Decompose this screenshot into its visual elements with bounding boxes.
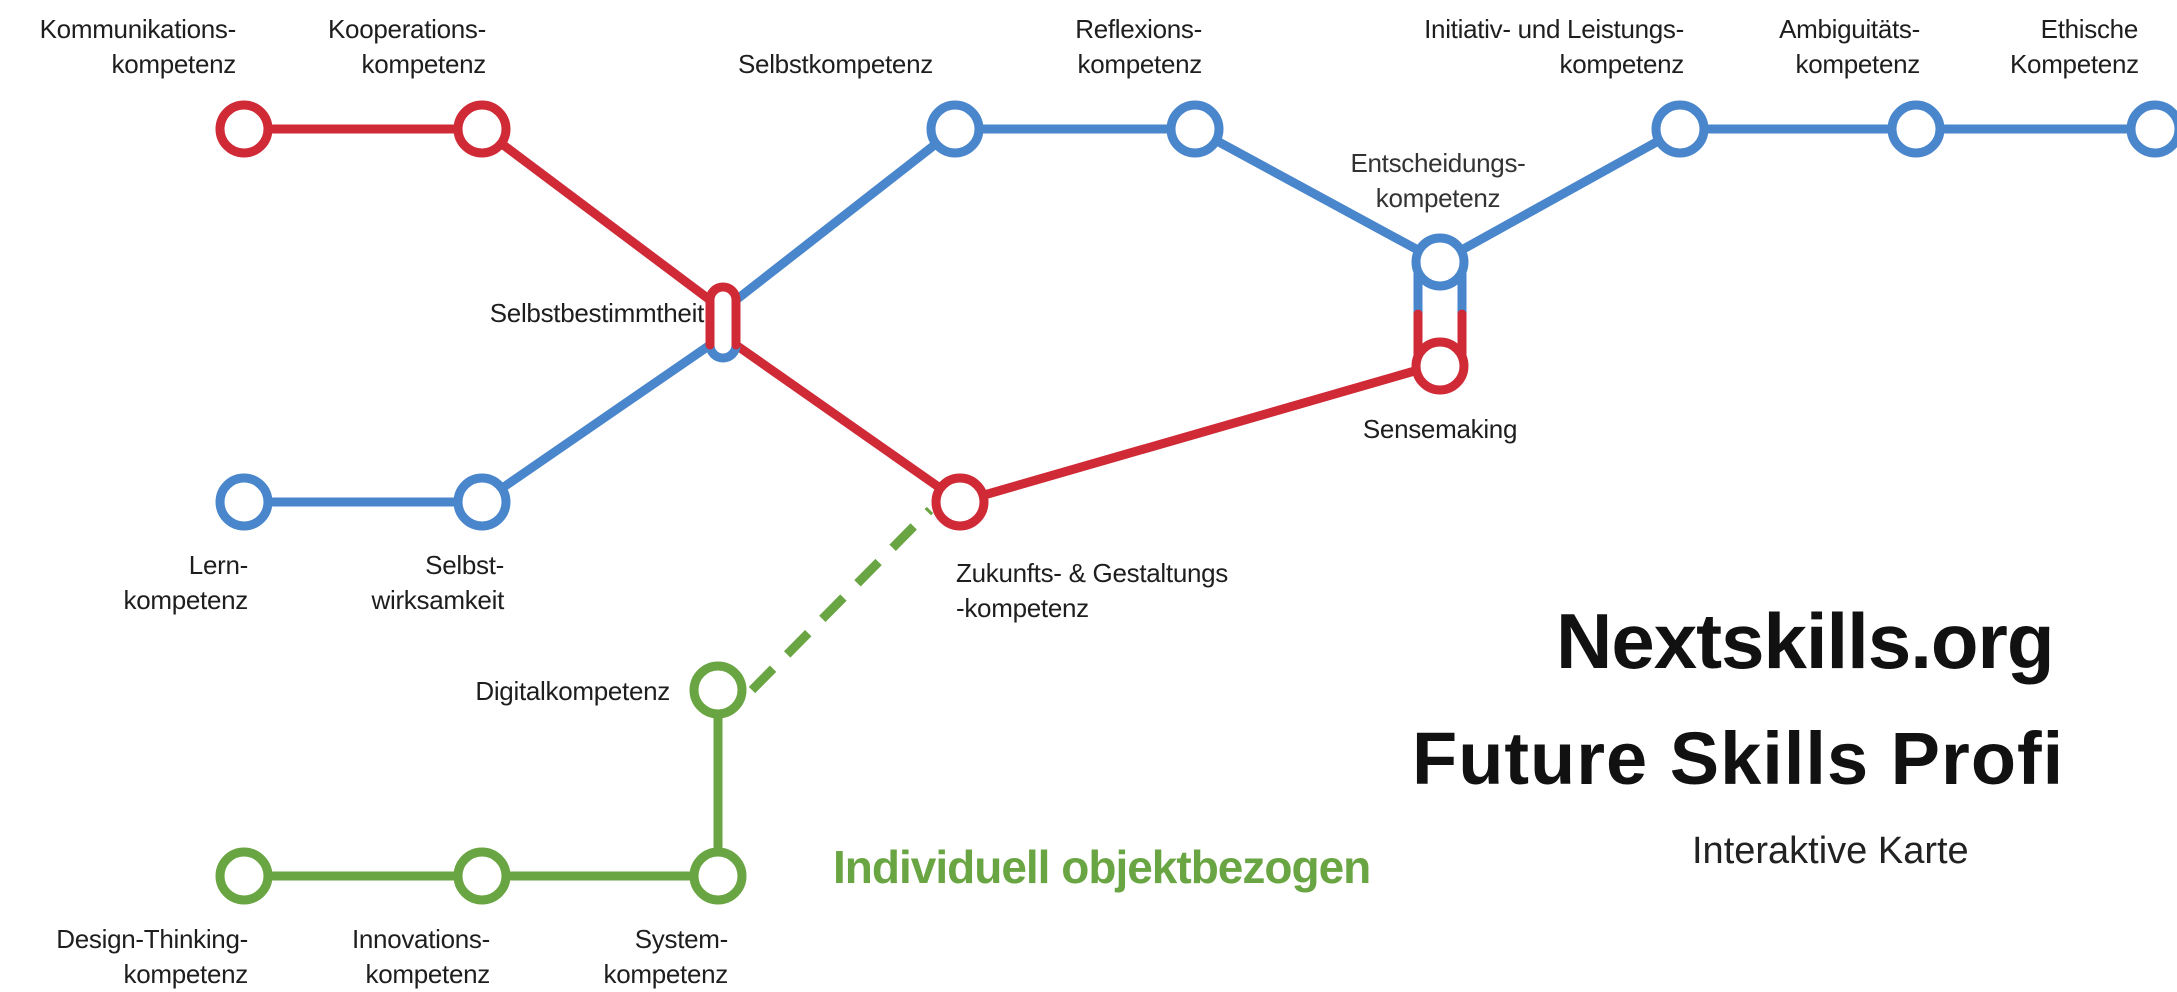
label-kooperation: Kooperations- kompetenz (328, 14, 486, 79)
station-lern[interactable] (215, 473, 273, 531)
label-selbstwirksamkeit: Selbst- wirksamkeit (371, 550, 505, 615)
label-digital: Digitalkompetenz (475, 676, 670, 706)
station-designthinking[interactable] (215, 847, 273, 905)
label-ethisch: Ethische Kompetenz (2010, 14, 2139, 79)
station-innovation[interactable] (453, 847, 511, 905)
brand-subtitle: Future Skills Profi (1412, 717, 2065, 800)
station-entscheidung[interactable] (1411, 233, 1469, 291)
label-zukunft: Zukunfts- & Gestaltungs -kompetenz (956, 558, 1229, 623)
label-system: System- kompetenz (603, 924, 729, 989)
label-entscheidung: Entscheidungs- kompetenz (1350, 148, 1526, 213)
station-ambiguitaet[interactable] (1887, 100, 1945, 158)
station-system[interactable] (689, 847, 747, 905)
station-selbstkompetenz[interactable] (926, 100, 984, 158)
label-selbstkompetenz: Selbstkompetenz (738, 49, 933, 79)
station-kommunikation[interactable] (215, 100, 273, 158)
station-digital[interactable] (689, 661, 747, 719)
red-line-lower (731, 340, 1437, 507)
brand-caption: Interaktive Karte (1692, 830, 1969, 872)
label-selbstbestimmtheit: Selbstbestimmtheit (489, 298, 705, 328)
legend-green-line: Individuell objektbezogen (833, 841, 1371, 893)
label-sensemaking: Sensemaking (1362, 414, 1518, 444)
label-reflexion: Reflexions- kompetenz (1075, 14, 1202, 79)
label-initiativ: Initiativ- und Leistungs- kompetenz (1424, 14, 1684, 79)
label-kommunikation: Kommunikations- kompetenz (39, 14, 237, 79)
label-designthinking: Design-Thinking- kompetenz (56, 924, 248, 989)
blue-line-east (1435, 124, 2177, 267)
label-lern: Lern- kompetenz (123, 550, 249, 615)
brand-title: Nextskills.org (1556, 597, 2055, 685)
station-zukunft[interactable] (931, 473, 989, 531)
station-selbstwirksamkeit[interactable] (453, 473, 511, 531)
station-kooperation[interactable] (453, 100, 511, 158)
label-innovation: Innovations- kompetenz (351, 924, 490, 989)
station-reflexion[interactable] (1166, 100, 1224, 158)
label-ambiguitaet: Ambiguitäts- kompetenz (1779, 14, 1920, 79)
station-ethisch[interactable] (2126, 100, 2177, 158)
station-initiativ[interactable] (1651, 100, 1709, 158)
station-sensemaking[interactable] (1411, 337, 1469, 395)
green-line-dashed (748, 506, 934, 694)
selbstbestimmtheit-interchange (705, 282, 741, 363)
blue-line-upper (731, 124, 1445, 305)
